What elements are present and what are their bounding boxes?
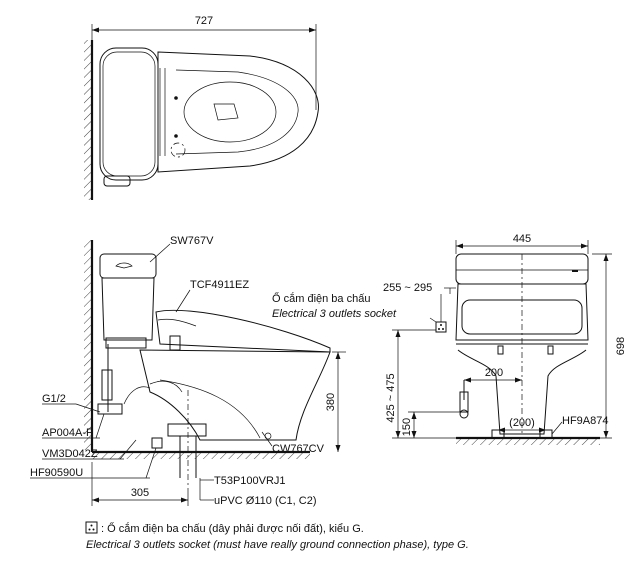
drain-flange	[167, 423, 207, 437]
dim-150: 150	[401, 418, 413, 436]
label-ap004a-f: AP004A-F	[42, 427, 93, 439]
front-floor-hatch	[456, 438, 600, 445]
top-tank-valve	[103, 175, 131, 187]
supply-valve	[101, 369, 113, 401]
side-tank-body	[101, 277, 155, 341]
side-view: SW767V TCF4911EZ G1/2 AP004A-F VM3D042Z …	[30, 235, 346, 507]
footnote: : Ổ cắm điện ba chấu (dây phải được nối …	[85, 521, 469, 551]
dim-698: 698	[615, 337, 627, 355]
label-g12: G1/2	[42, 393, 66, 405]
front-pedestal	[457, 349, 587, 435]
label-cw767cv: CW767CV	[272, 443, 325, 455]
label-t53p100vrj1: T53P100VRJ1	[214, 475, 286, 487]
front-view: 445 698 255 ~ 295	[272, 233, 627, 445]
top-outlet-circle	[170, 142, 186, 158]
label-vm3d042z: VM3D042Z	[42, 448, 98, 460]
dim-727: 727	[195, 15, 213, 27]
label-sw767v: SW767V	[170, 235, 214, 247]
top-seat-outline	[157, 51, 319, 173]
footnote-en: Electrical 3 outlets socket (must have r…	[86, 539, 469, 551]
dim-445: 445	[513, 233, 531, 245]
front-inlet-valve	[459, 391, 469, 413]
top-bowl	[183, 81, 277, 143]
footnote-vi: : Ổ cắm điện ba chấu (dây phải được nối …	[101, 522, 364, 535]
label-tcf4911ez: TCF4911EZ	[190, 279, 249, 291]
dim-380: 380	[325, 393, 337, 411]
front-seat-panel	[461, 299, 583, 335]
top-tank	[99, 47, 159, 181]
dim-425-475: 425 ~ 475	[385, 373, 397, 422]
side-bowl	[139, 349, 331, 441]
top-drain	[213, 103, 239, 121]
side-seat-lid	[155, 309, 331, 353]
label-hf9a874: HF9A874	[562, 415, 608, 427]
top-view: 727	[84, 15, 319, 200]
label-upvc: uPVC Ø110 (C1, C2)	[214, 495, 317, 507]
outlet-label-en: Electrical 3 outlets socket	[272, 308, 397, 320]
side-wall-hatch	[84, 240, 92, 450]
dim-200: 200	[485, 367, 503, 379]
side-flush-lever	[115, 262, 133, 269]
dim-305: 305	[131, 487, 149, 499]
footnote-socket-icon	[85, 521, 98, 534]
top-wall-hatch	[84, 40, 92, 200]
side-tank-lid	[99, 253, 157, 279]
dim-255-295: 255 ~ 295	[383, 282, 432, 294]
outlet-socket-icon	[435, 321, 447, 333]
front-seat	[455, 283, 589, 341]
side-floor-hatch	[92, 452, 310, 459]
label-hf90590u: HF90590U	[30, 467, 83, 479]
top-seat-inner	[175, 69, 299, 155]
outlet-label-vi: Ổ cắm điện ba chấu	[272, 292, 370, 305]
dim-200p: (200)	[509, 417, 535, 429]
